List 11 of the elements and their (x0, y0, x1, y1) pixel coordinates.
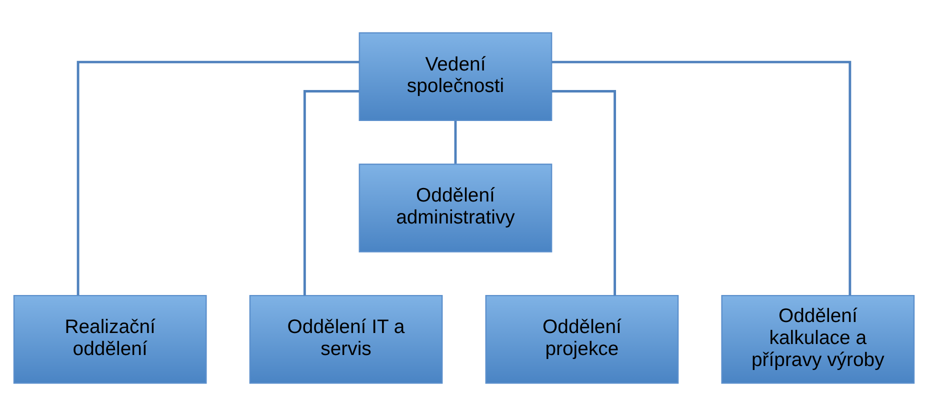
node-box: Oddělení projekce (485, 294, 679, 384)
connector (552, 60, 852, 295)
connector (303, 90, 360, 296)
connector (76, 60, 360, 295)
connector (454, 120, 457, 164)
node-box: Oddělení administrativy (358, 163, 552, 252)
node-box: Oddělení IT a servis (249, 294, 443, 384)
connector (552, 90, 616, 296)
node-box: Oddělení kalkulace a přípravy výroby (721, 294, 915, 384)
node-box: Realizační oddělení (13, 294, 207, 384)
node-box: Vedení společnosti (358, 32, 552, 121)
